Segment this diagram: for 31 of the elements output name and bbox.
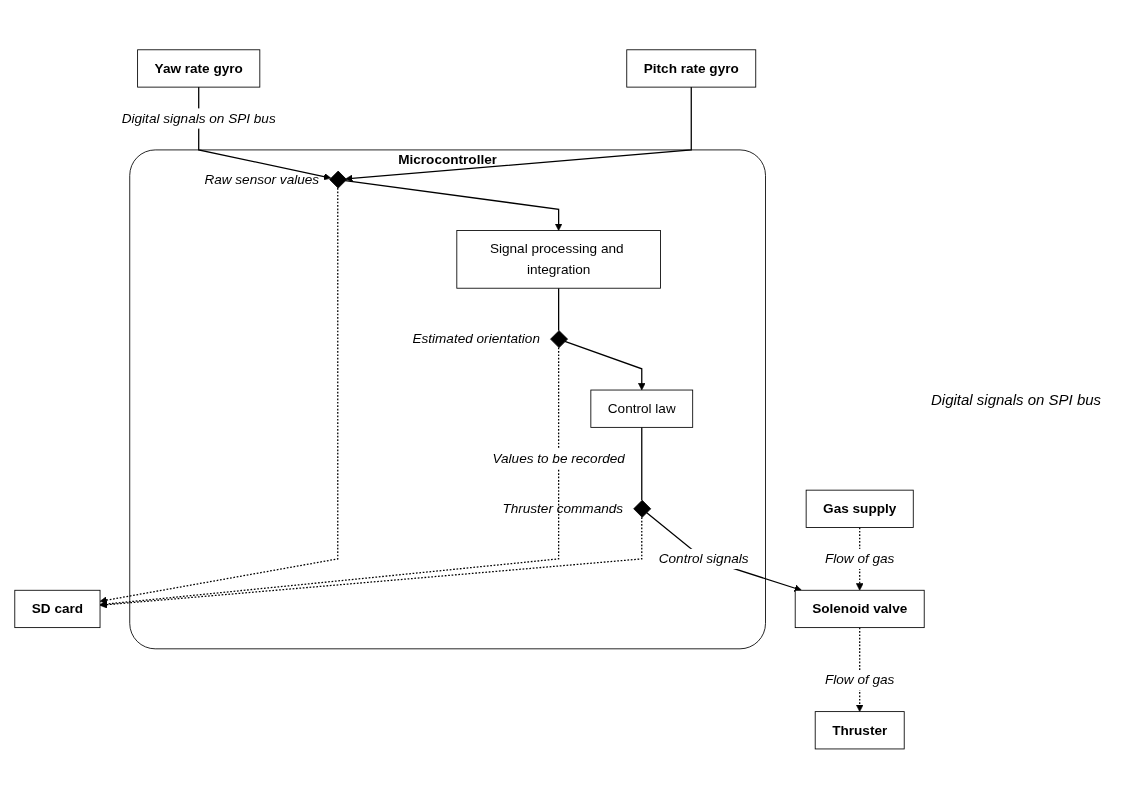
node-diamond: [633, 499, 652, 518]
node-box: Pitch rate gyro: [626, 49, 757, 88]
arrow: [345, 86, 692, 182]
arrow: [564, 340, 646, 390]
edge-label: Flow of gas: [825, 672, 895, 687]
signal-label: Digital signals on SPI bus: [931, 390, 1103, 408]
arrow: [855, 526, 864, 591]
edge-label: Values to be recorded: [492, 450, 625, 466]
node-box: Gas supply: [805, 489, 914, 528]
arrow: [855, 626, 864, 712]
node-diamond: [329, 170, 348, 189]
node-label: Raw sensor values: [204, 171, 320, 187]
edge-label: Control signals: [658, 550, 749, 566]
node-box: Signal processing and integration: [456, 229, 661, 289]
node-diamond: [550, 329, 568, 348]
connector: [641, 426, 643, 501]
arrow: [99, 187, 339, 604]
edge-label: Flow of gas: [825, 550, 895, 566]
arrow: [645, 511, 802, 592]
node-box: Solenoid valve: [794, 589, 925, 628]
node-label: Estimated orientation: [412, 331, 540, 346]
arrow: [99, 516, 643, 609]
node-label: Thruster commands: [502, 500, 624, 516]
node-box: Thruster: [814, 710, 905, 749]
arrow: [344, 179, 563, 231]
node-box: Yaw rate gyro: [137, 49, 261, 88]
edge-label: Digital signals on SPI bus: [121, 110, 276, 125]
node-box: Control law: [590, 389, 694, 428]
arrow: [198, 86, 332, 180]
connector: [558, 287, 560, 331]
node-box: SD card: [14, 589, 101, 628]
